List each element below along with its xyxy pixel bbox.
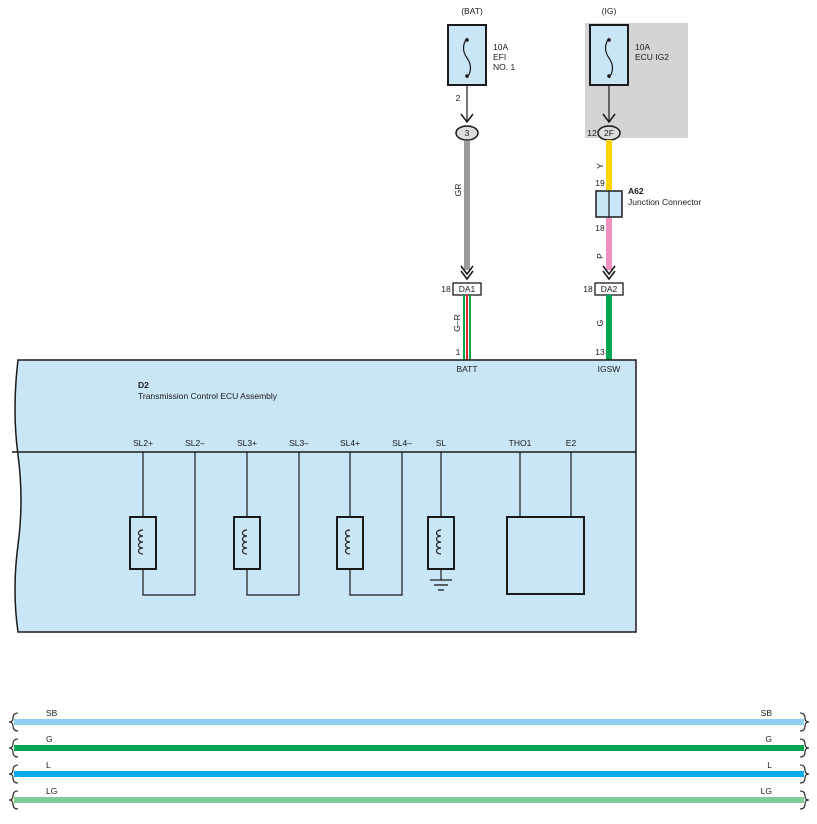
fuse-icon xyxy=(604,37,614,79)
ground-icon xyxy=(430,579,452,591)
bottom-wire-label-left: LG xyxy=(46,786,57,796)
junction-name: Junction Connector xyxy=(628,197,701,207)
terminal-sl4-minus: SL4– xyxy=(392,438,412,448)
ecu-igsw-label: IGSW xyxy=(598,364,621,374)
bottom-wire-row: SB SB xyxy=(8,708,810,732)
bat-fuse-name-line2: NO. 1 xyxy=(493,62,515,72)
solenoid-sl xyxy=(427,452,455,591)
da2-pin: 18 xyxy=(583,284,593,294)
terminal-sl4-plus: SL4+ xyxy=(340,438,360,448)
ig-fuse-name: ECU IG2 xyxy=(635,52,669,62)
wire-break-brace-icon xyxy=(799,712,810,732)
terminal-e2: E2 xyxy=(566,438,577,448)
terminal-sl2-minus: SL2– xyxy=(185,438,205,448)
wire-break-brace-icon xyxy=(8,764,19,784)
ecu-name: Transmission Control ECU Assembly xyxy=(138,391,278,401)
bat-fuse-pin: 2 xyxy=(456,93,461,103)
wire-break-brace-icon xyxy=(8,712,19,732)
solenoid-sl4 xyxy=(336,452,403,596)
double-chevron-icon xyxy=(602,265,616,281)
wire-break-brace-icon xyxy=(799,738,810,758)
ig-fuse-rating: 10A xyxy=(635,42,650,52)
ecu-id: D2 xyxy=(138,380,149,390)
solenoid-sl3 xyxy=(233,452,300,596)
da1-pin: 18 xyxy=(441,284,451,294)
bat-fuse-name-line1: EFI xyxy=(493,52,506,62)
bat-fuse-rating: 10A xyxy=(493,42,508,52)
da2-connector-label: DA2 xyxy=(601,284,618,294)
coil-icon xyxy=(137,529,144,555)
fuse-icon xyxy=(462,37,472,79)
wire-g-r-label: G–R xyxy=(452,314,462,331)
bat-connector-label: 3 xyxy=(465,128,470,138)
wire-gr-label: GR xyxy=(453,184,463,197)
coil-icon xyxy=(435,529,442,555)
junction-pin-in: 19 xyxy=(595,178,605,188)
solenoid-sl2 xyxy=(129,452,196,596)
ecu-body xyxy=(14,359,637,633)
terminal-sl3-plus: SL3+ xyxy=(237,438,257,448)
junction-id: A62 xyxy=(628,186,644,196)
double-chevron-icon xyxy=(460,265,474,281)
wire-p-label: P xyxy=(595,253,605,259)
terminal-tho1: THO1 xyxy=(509,438,532,448)
bat-connector-oval xyxy=(455,125,479,141)
bottom-wire-label-right: LG xyxy=(761,786,772,796)
bottom-wire-row: LG LG xyxy=(8,786,810,810)
chevron-down-icon xyxy=(460,113,474,124)
bottom-wire-label-left: L xyxy=(46,760,51,770)
wire-break-brace-icon xyxy=(8,790,19,810)
wire-g-label: G xyxy=(595,320,605,327)
coil-icon xyxy=(344,529,351,555)
ecu-batt-pin: 1 xyxy=(456,347,461,357)
bat-fuse: (BAT) 10A EFI NO. 1 2 3 xyxy=(447,6,515,141)
chevron-down-icon xyxy=(602,113,616,124)
da1-connector-label: DA1 xyxy=(459,284,476,294)
wire-y-label: Y xyxy=(595,163,605,169)
bottom-wire-label-right: G xyxy=(765,734,772,744)
ig-fuse-pin: 12 xyxy=(587,128,597,138)
ecu-batt-label: BATT xyxy=(456,364,477,374)
coil-icon xyxy=(241,529,248,555)
wire-break-brace-icon xyxy=(799,764,810,784)
junction-pin-out: 18 xyxy=(595,223,605,233)
bottom-wire-label-right: SB xyxy=(761,708,773,718)
wire-break-brace-icon xyxy=(8,738,19,758)
wire-break-brace-icon xyxy=(799,790,810,810)
bat-source-label: (BAT) xyxy=(461,6,483,16)
ig-connector-label: 2F xyxy=(604,128,614,138)
junction-connector-a62 xyxy=(595,190,623,218)
ig-fuse: (IG) 10A ECU IG2 12 2F xyxy=(587,6,669,141)
ecu-igsw-pin: 13 xyxy=(595,347,605,357)
bottom-wire-label-left: SB xyxy=(46,708,58,718)
terminal-sl: SL xyxy=(436,438,447,448)
bottom-wire-label-left: G xyxy=(46,734,53,744)
terminal-sl3-minus: SL3– xyxy=(289,438,309,448)
bottom-wire-label-right: L xyxy=(767,760,772,770)
ig-source-label: (IG) xyxy=(602,6,617,16)
wire-g-r xyxy=(463,295,471,360)
terminal-sl2-plus: SL2+ xyxy=(133,438,153,448)
temperature-sensor xyxy=(506,452,585,595)
